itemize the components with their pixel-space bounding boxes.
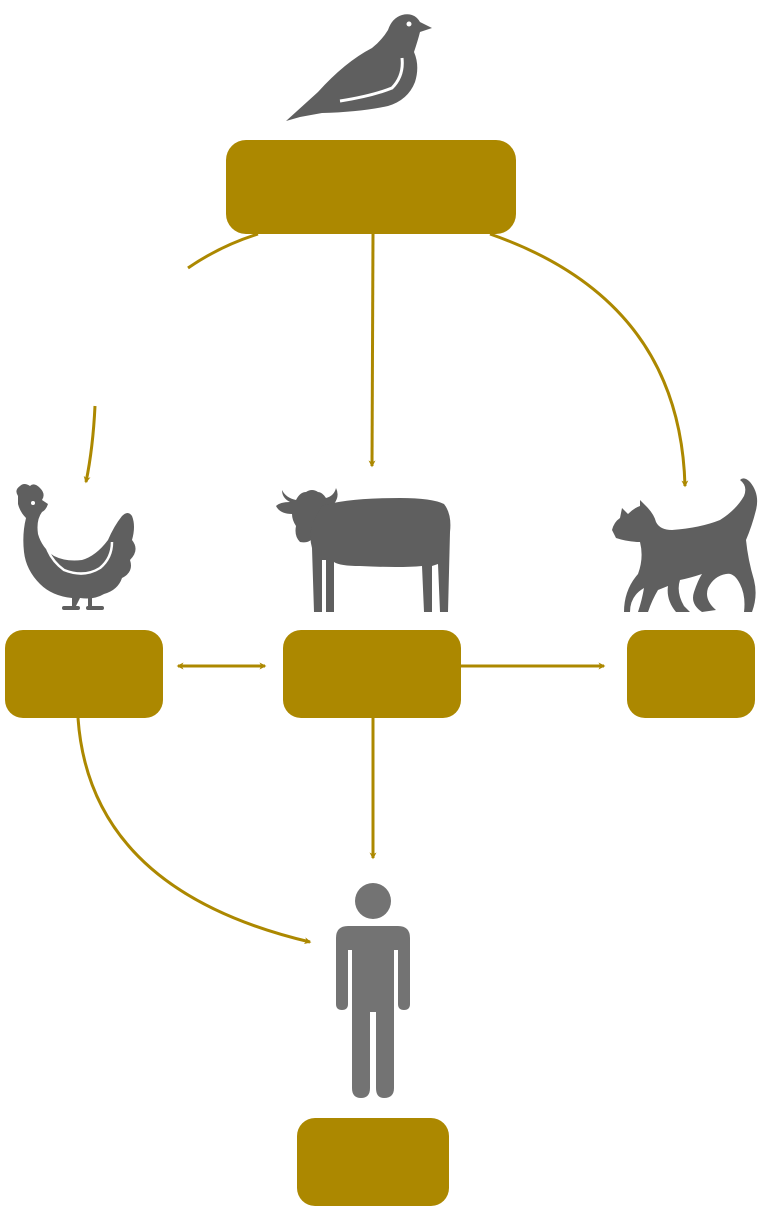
- node-human: [297, 1118, 449, 1206]
- edge-bird-chicken-upper: [187, 232, 259, 270]
- node-box-cow: [283, 630, 461, 718]
- node-chicken: [5, 630, 163, 718]
- node-boxes: [5, 140, 755, 1206]
- bird-icon: [286, 14, 432, 121]
- node-cat: [627, 630, 755, 718]
- node-box-chicken: [5, 630, 163, 718]
- node-cow: [283, 630, 461, 718]
- node-box-bird: [226, 140, 516, 234]
- node-box-human: [297, 1118, 449, 1206]
- node-box-cat: [627, 630, 755, 718]
- cat-icon: [612, 478, 758, 612]
- person-icon: [336, 883, 410, 1098]
- chicken-icon: [16, 484, 136, 610]
- cow-icon: [276, 488, 451, 612]
- edge-bird-cat: [489, 232, 689, 488]
- edge-bird-cow: [368, 233, 376, 468]
- edge-chicken-human: [76, 717, 312, 945]
- edge-bird-chicken-lower: [83, 405, 97, 484]
- edges: [76, 232, 689, 945]
- node-bird: [226, 140, 516, 234]
